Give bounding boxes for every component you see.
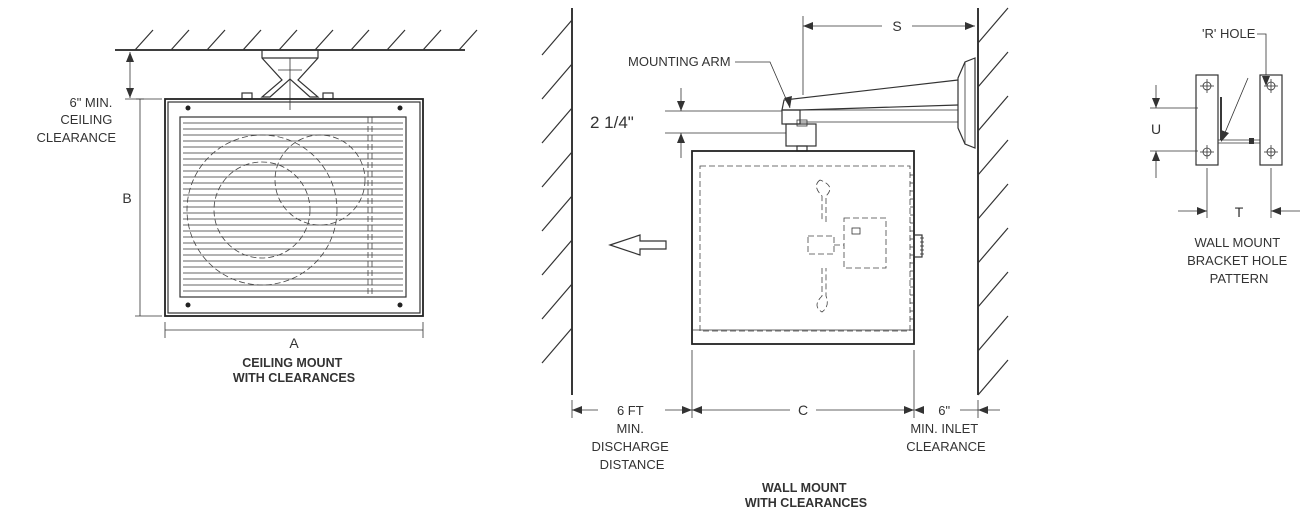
hatch-mark bbox=[541, 195, 573, 232]
wall-caption: WALL MOUNT WITH CLEARANCES bbox=[745, 481, 867, 510]
mounting-arm-label: MOUNTING ARM bbox=[628, 54, 731, 69]
discharge-arrow bbox=[608, 234, 667, 256]
ceiling-heater-grille bbox=[179, 116, 407, 298]
ceiling-heater-screw bbox=[185, 105, 191, 111]
hatch-mark bbox=[977, 315, 1009, 352]
ceiling-heater-louvers bbox=[183, 117, 403, 297]
ceiling-heater-body bbox=[164, 98, 424, 317]
right-wall-hatch bbox=[977, 7, 1009, 396]
hatch-mark bbox=[422, 29, 442, 51]
hatch-mark bbox=[977, 359, 1009, 396]
ceiling-clearance-label: 6" MIN. CEILING CLEARANCE bbox=[37, 95, 117, 145]
bracket-hole-pattern-view: 'R' HOLE U T WALL MOUNT BRACKET HOLE PAT… bbox=[1150, 26, 1300, 286]
left-wall-hatch bbox=[541, 19, 573, 364]
mounting-arm-leader bbox=[735, 61, 791, 109]
r-hole-leader bbox=[1257, 33, 1267, 75]
hatch-mark bbox=[206, 29, 226, 51]
ceiling-mount-view: 6" MIN. CEILING CLEARANCE B A CEIL bbox=[37, 29, 478, 385]
ceiling-heater-screw bbox=[185, 302, 191, 308]
ceiling-caption: CEILING MOUNT WITH CLEARANCES bbox=[233, 356, 355, 385]
wall-heater-fan-outline bbox=[807, 179, 887, 313]
wall-heater-body bbox=[691, 150, 915, 345]
inlet-clearance-label: 6" MIN. INLET CLEARANCE bbox=[906, 403, 986, 454]
hatch-mark bbox=[541, 283, 573, 320]
hatch-mark bbox=[977, 271, 1009, 308]
hatch-mark bbox=[541, 19, 573, 56]
hatch-mark bbox=[977, 139, 1009, 176]
bracket-dim-u: U bbox=[1151, 121, 1161, 137]
hatch-mark bbox=[170, 29, 190, 51]
ceiling-dim-b: B bbox=[122, 190, 131, 206]
ceiling-hatch bbox=[134, 29, 478, 51]
hatch-mark bbox=[977, 183, 1009, 220]
wall-mount-view: MOUNTING ARM S 2 1/4" bbox=[541, 7, 1009, 510]
ceiling-clearance-arrow-bottom bbox=[126, 88, 134, 98]
hatch-mark bbox=[350, 29, 370, 51]
wall-dim-s: S bbox=[892, 18, 901, 34]
hatch-mark bbox=[541, 107, 573, 144]
ceiling-hanger-bracket bbox=[241, 50, 334, 110]
hatch-mark bbox=[541, 239, 573, 276]
wall-bracket-plate bbox=[957, 57, 976, 149]
ceiling-clearance-arrow-top bbox=[126, 52, 134, 62]
hatch-mark bbox=[977, 51, 1009, 88]
hatch-mark bbox=[458, 29, 478, 51]
hatch-mark bbox=[977, 227, 1009, 264]
ceiling-heater-fan-outline bbox=[186, 134, 366, 286]
ceiling-heater-screw bbox=[397, 302, 403, 308]
bracket-right-plate bbox=[1259, 74, 1283, 166]
mounting-arm bbox=[781, 79, 959, 111]
wall-dim-offset: 2 1/4" bbox=[590, 113, 634, 132]
wall-heater-side-vents bbox=[910, 174, 913, 320]
r-hole-label: 'R' HOLE bbox=[1202, 26, 1256, 41]
bracket-caption: WALL MOUNT BRACKET HOLE PATTERN bbox=[1187, 235, 1291, 286]
hatch-mark bbox=[977, 7, 1009, 44]
hatch-mark bbox=[541, 151, 573, 188]
bracket-left-plate bbox=[1195, 74, 1219, 166]
bracket-holes bbox=[1200, 79, 1278, 159]
ceiling-dim-a: A bbox=[289, 335, 299, 351]
heater-swivel-mount bbox=[785, 123, 817, 147]
wall-dim-c: C bbox=[798, 402, 808, 418]
hatch-mark bbox=[278, 29, 298, 51]
hatch-mark bbox=[541, 327, 573, 364]
hatch-mark bbox=[134, 29, 154, 51]
discharge-distance-label: 6 FT MIN. DISCHARGE DISTANCE bbox=[592, 403, 673, 472]
hatch-mark bbox=[386, 29, 406, 51]
hatch-mark bbox=[977, 95, 1009, 132]
hatch-mark bbox=[541, 63, 573, 100]
ceiling-heater-screw bbox=[397, 105, 403, 111]
bracket-dim-t: T bbox=[1235, 204, 1244, 220]
hatch-mark bbox=[242, 29, 262, 51]
hatch-mark bbox=[314, 29, 334, 51]
